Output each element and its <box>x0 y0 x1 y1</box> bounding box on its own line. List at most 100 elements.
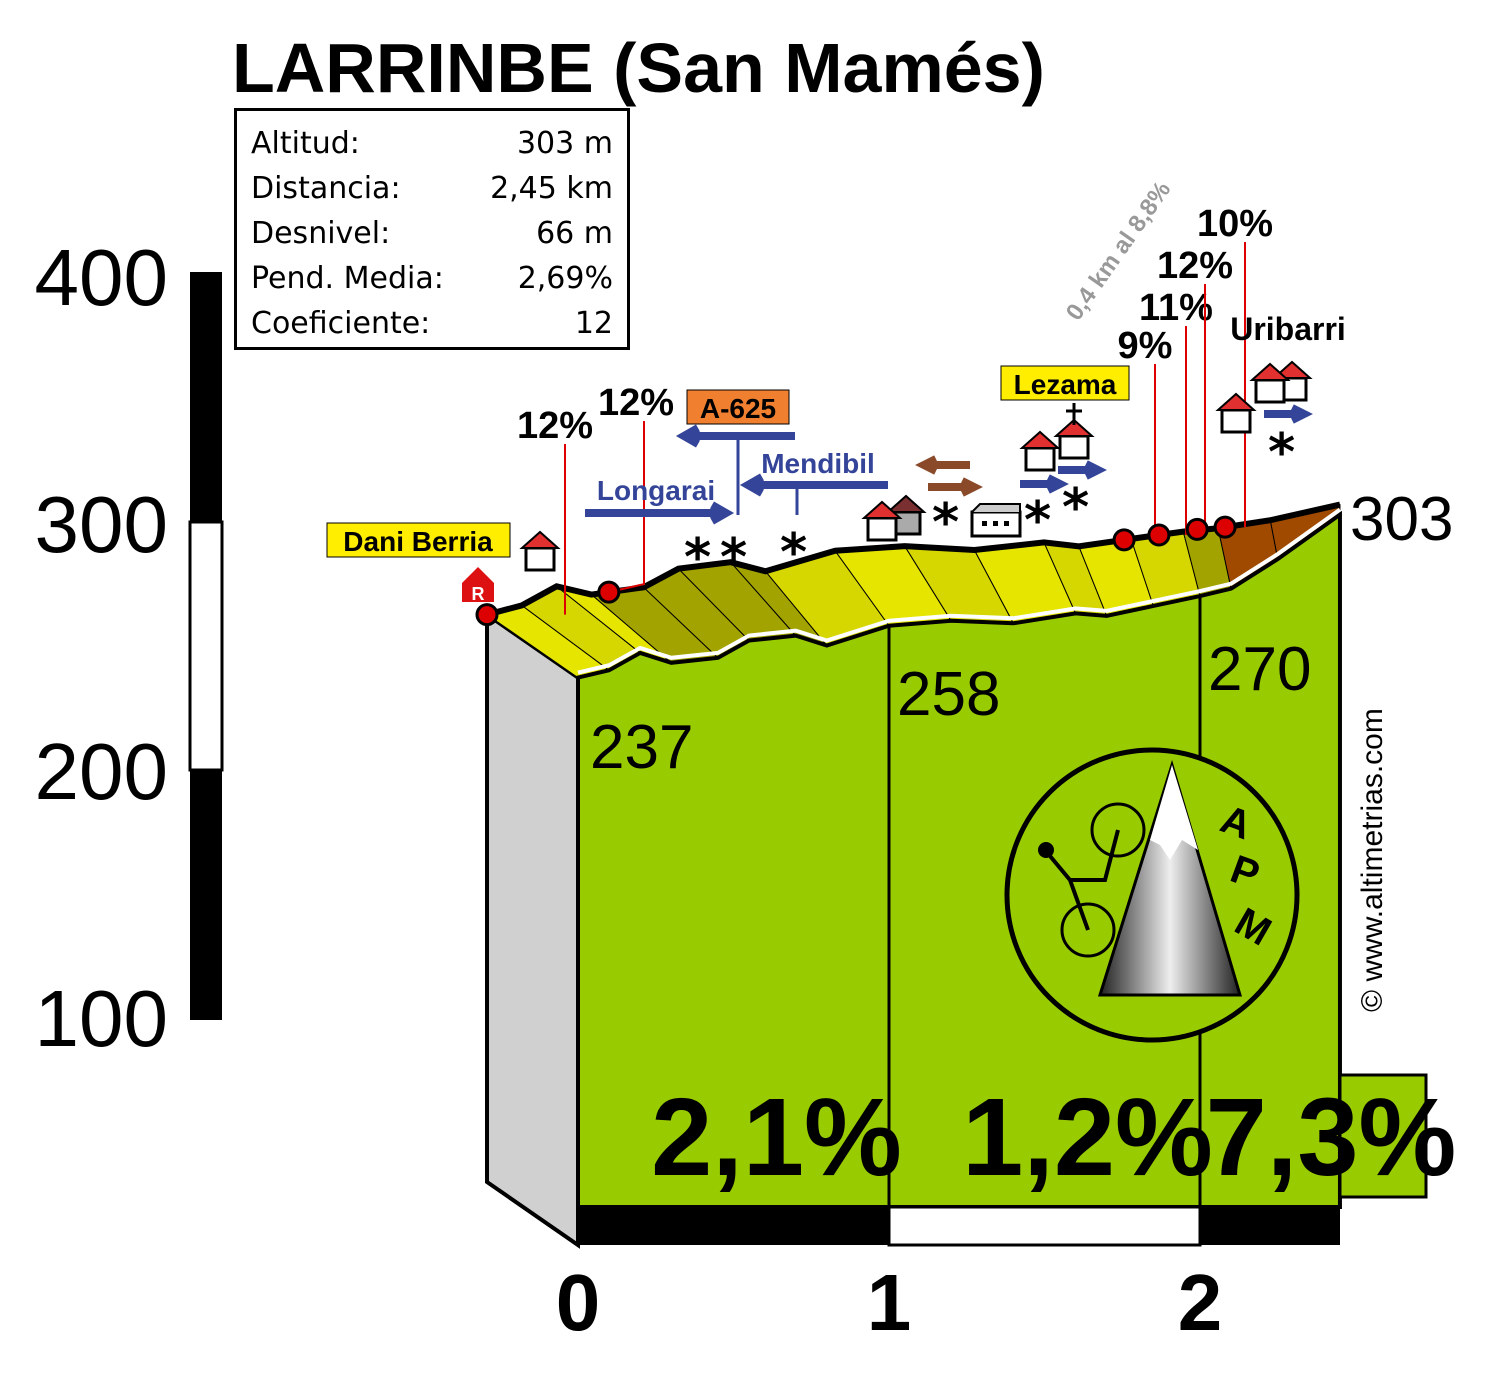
house-body <box>1254 378 1286 404</box>
scale-bar-segment <box>190 272 222 522</box>
apm-logo: A P M <box>1004 747 1300 1043</box>
arrow-left-icon <box>915 455 970 475</box>
arrow-right-icon <box>1264 404 1313 424</box>
gradient-marker <box>1185 517 1209 541</box>
place-longarai: Longarai <box>597 475 715 506</box>
gradient-marker <box>475 603 499 627</box>
house-icon <box>1053 418 1095 460</box>
asterisk-icon: * <box>780 523 807 583</box>
page-title: LARRINBE (San Mamés) <box>232 29 1045 107</box>
y-tick-label: 200 <box>35 727 168 816</box>
info-value: 2,69% <box>517 261 613 296</box>
info-label: Pend. Media: <box>251 261 444 296</box>
gradient-label: 11% <box>1139 287 1213 329</box>
y-tick-label: 400 <box>35 233 168 322</box>
info-value: 2,45 km <box>490 171 613 206</box>
place-a625: A-625 <box>700 393 776 424</box>
info-label: Altitud: <box>251 126 360 161</box>
place-uribarri: Uribarri <box>1230 311 1346 347</box>
arrow-right-icon <box>1020 474 1069 494</box>
y-tick-label: 300 <box>35 480 168 569</box>
gradient-marker <box>1213 515 1237 539</box>
info-row: Coeficiente: 12 <box>251 301 613 346</box>
house-roof <box>1271 360 1313 379</box>
houses <box>519 360 1313 572</box>
asterisk-icon: * <box>932 493 959 553</box>
profile-side-face <box>485 610 580 1249</box>
info-box: Altitud: 303 m Distancia: 2,45 km Desnivel… <box>234 108 630 350</box>
arrow-left-icon <box>739 473 888 497</box>
gradient-marker <box>597 580 621 604</box>
place-dani-berria: Dani Berria <box>343 526 493 557</box>
info-value: 303 m <box>516 126 613 161</box>
segment-gradient-label: 2,1% <box>651 1076 902 1199</box>
info-row: Distancia: 2,45 km <box>251 166 613 211</box>
house-body <box>1220 408 1252 434</box>
svg-text:R: R <box>472 584 485 604</box>
gradient-label: 9% <box>1118 325 1173 367</box>
place-label-box <box>326 522 511 558</box>
road-arrows <box>585 404 1313 525</box>
house-roof <box>519 530 561 549</box>
info-value: 12 <box>574 306 613 341</box>
gradient-label: 12% <box>1157 245 1233 287</box>
segment-gradient-label: 7,3% <box>1206 1076 1457 1199</box>
place-label-box <box>686 389 790 425</box>
gradient-leader-line <box>608 421 645 594</box>
scale-bar-segment <box>188 520 224 772</box>
gradient-label: 12% <box>517 405 593 447</box>
watermark: © www.altimetrias.com <box>1356 708 1389 1012</box>
house-body <box>524 546 556 572</box>
x-tick-label: 2 <box>1178 1258 1223 1347</box>
info-row: Pend. Media: 2,69% <box>251 256 613 301</box>
info-row: Altitud: 303 m <box>251 121 613 166</box>
house-icon <box>1249 362 1291 404</box>
km-altitude-label: 258 <box>897 660 1000 729</box>
asterisk-icon: * <box>720 528 747 588</box>
scale-bar-segment <box>190 770 222 1020</box>
segment-gradient-label: 1,2% <box>962 1076 1213 1199</box>
house-roof <box>885 494 927 513</box>
house-icon <box>1215 392 1257 434</box>
house-roof <box>1053 418 1095 437</box>
info-label: Distancia: <box>251 171 401 206</box>
house-icon <box>519 530 561 572</box>
info-label: Coeficiente: <box>251 306 431 341</box>
house-roof <box>1215 392 1257 411</box>
gradient-label: 10% <box>1197 203 1273 245</box>
km-bar-segment <box>578 1207 889 1245</box>
gradient-marker <box>1147 523 1171 547</box>
restaurant-icon: R <box>462 567 494 604</box>
info-value: 66 m <box>536 216 613 251</box>
km-altitude-label: 270 <box>1208 635 1311 704</box>
house-icon <box>1019 430 1061 472</box>
house-body <box>1024 446 1056 472</box>
house-icon <box>861 500 903 542</box>
house-roof <box>1249 362 1291 381</box>
road-edge-line <box>577 507 1342 675</box>
place-label-box <box>1000 365 1130 401</box>
house-body <box>1058 434 1090 460</box>
place-lezama: Lezama <box>1014 369 1117 400</box>
gradient-label: 12% <box>598 382 674 424</box>
gradient-label-box <box>1338 1073 1428 1199</box>
church-cross-icon <box>1066 403 1082 425</box>
place-mendibil: Mendibil <box>761 448 875 479</box>
gradient-marker <box>1112 528 1136 552</box>
asterisks: * * * * * * * <box>684 423 1295 588</box>
km-bar-segment <box>1200 1207 1340 1245</box>
arrow-left-icon <box>675 424 795 448</box>
house-roof <box>861 500 903 519</box>
km-altitude-label: 237 <box>590 713 693 782</box>
y-tick-label: 100 <box>35 974 168 1063</box>
asterisk-icon: * <box>684 528 711 588</box>
road-connector <box>736 436 799 515</box>
building-icon <box>970 503 1022 538</box>
house-roof <box>1019 430 1061 449</box>
arrow-right-icon <box>585 501 735 525</box>
arrow-right-icon <box>928 477 983 497</box>
asterisk-icon: * <box>1268 423 1295 483</box>
info-label: Desnivel: <box>251 216 391 251</box>
